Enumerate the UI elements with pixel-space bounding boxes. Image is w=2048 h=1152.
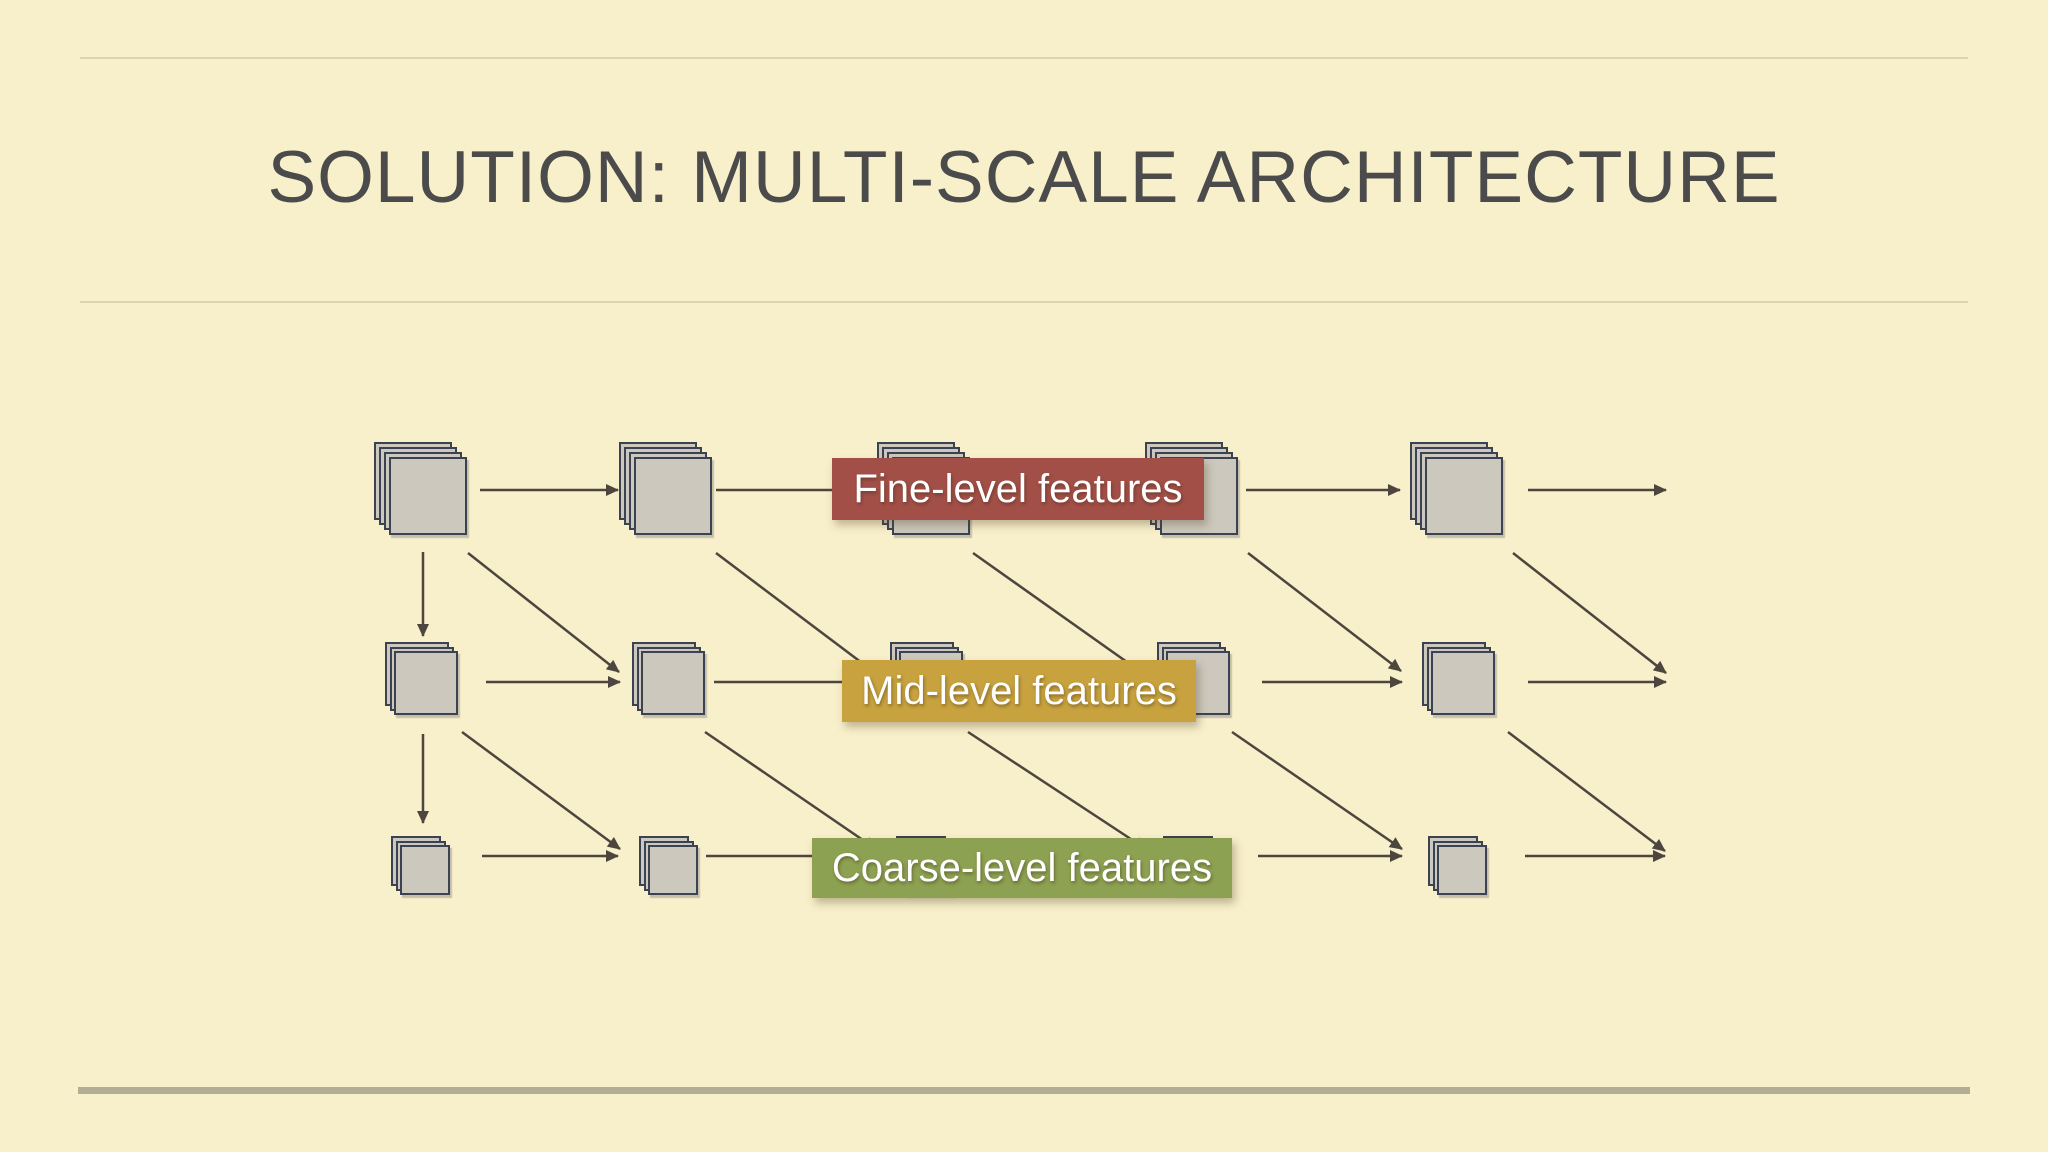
feature-stack-coarse-5 [1428, 836, 1487, 895]
label-coarse-level: Coarse-level features [812, 838, 1232, 898]
feature-stack-fine-1 [374, 442, 467, 535]
arrow-diag-mid4-coarse5 [1231, 730, 1403, 851]
feature-stack-fine-2 [619, 442, 712, 535]
arrow-diag-fine1-mid2 [467, 552, 620, 673]
feature-stack-coarse-1 [391, 836, 450, 895]
arrow-diag-mid1-coarse2 [461, 730, 621, 851]
feature-stack-mid-1 [385, 642, 458, 715]
slide-title: SOLUTION: MULTI-SCALE ARCHITECTURE [267, 137, 1781, 218]
label-fine-level: Fine-level features [832, 458, 1204, 520]
feature-stack-fine-5 [1410, 442, 1503, 535]
feature-stack-mid-2 [632, 642, 705, 715]
arrow-diag-fine4-mid5 [1247, 552, 1402, 672]
arrow-diag-mid5-out [1507, 731, 1666, 852]
arrow-diag-mid2-coarse3 [704, 730, 877, 851]
arrow-diag-mid3-coarse4 [967, 730, 1147, 851]
top-separator-line [80, 57, 1968, 59]
bottom-separator-bar [78, 1087, 1970, 1094]
arrow-diag-fine3-mid4 [972, 551, 1142, 674]
feature-stack-coarse-2 [639, 836, 698, 895]
title-separator-line [80, 301, 1968, 303]
arrow-diag-fine5-out [1512, 552, 1667, 674]
label-mid-level: Mid-level features [842, 660, 1196, 722]
arrow-diag-fine2-mid3 [715, 552, 875, 673]
feature-stack-mid-5 [1422, 642, 1495, 715]
